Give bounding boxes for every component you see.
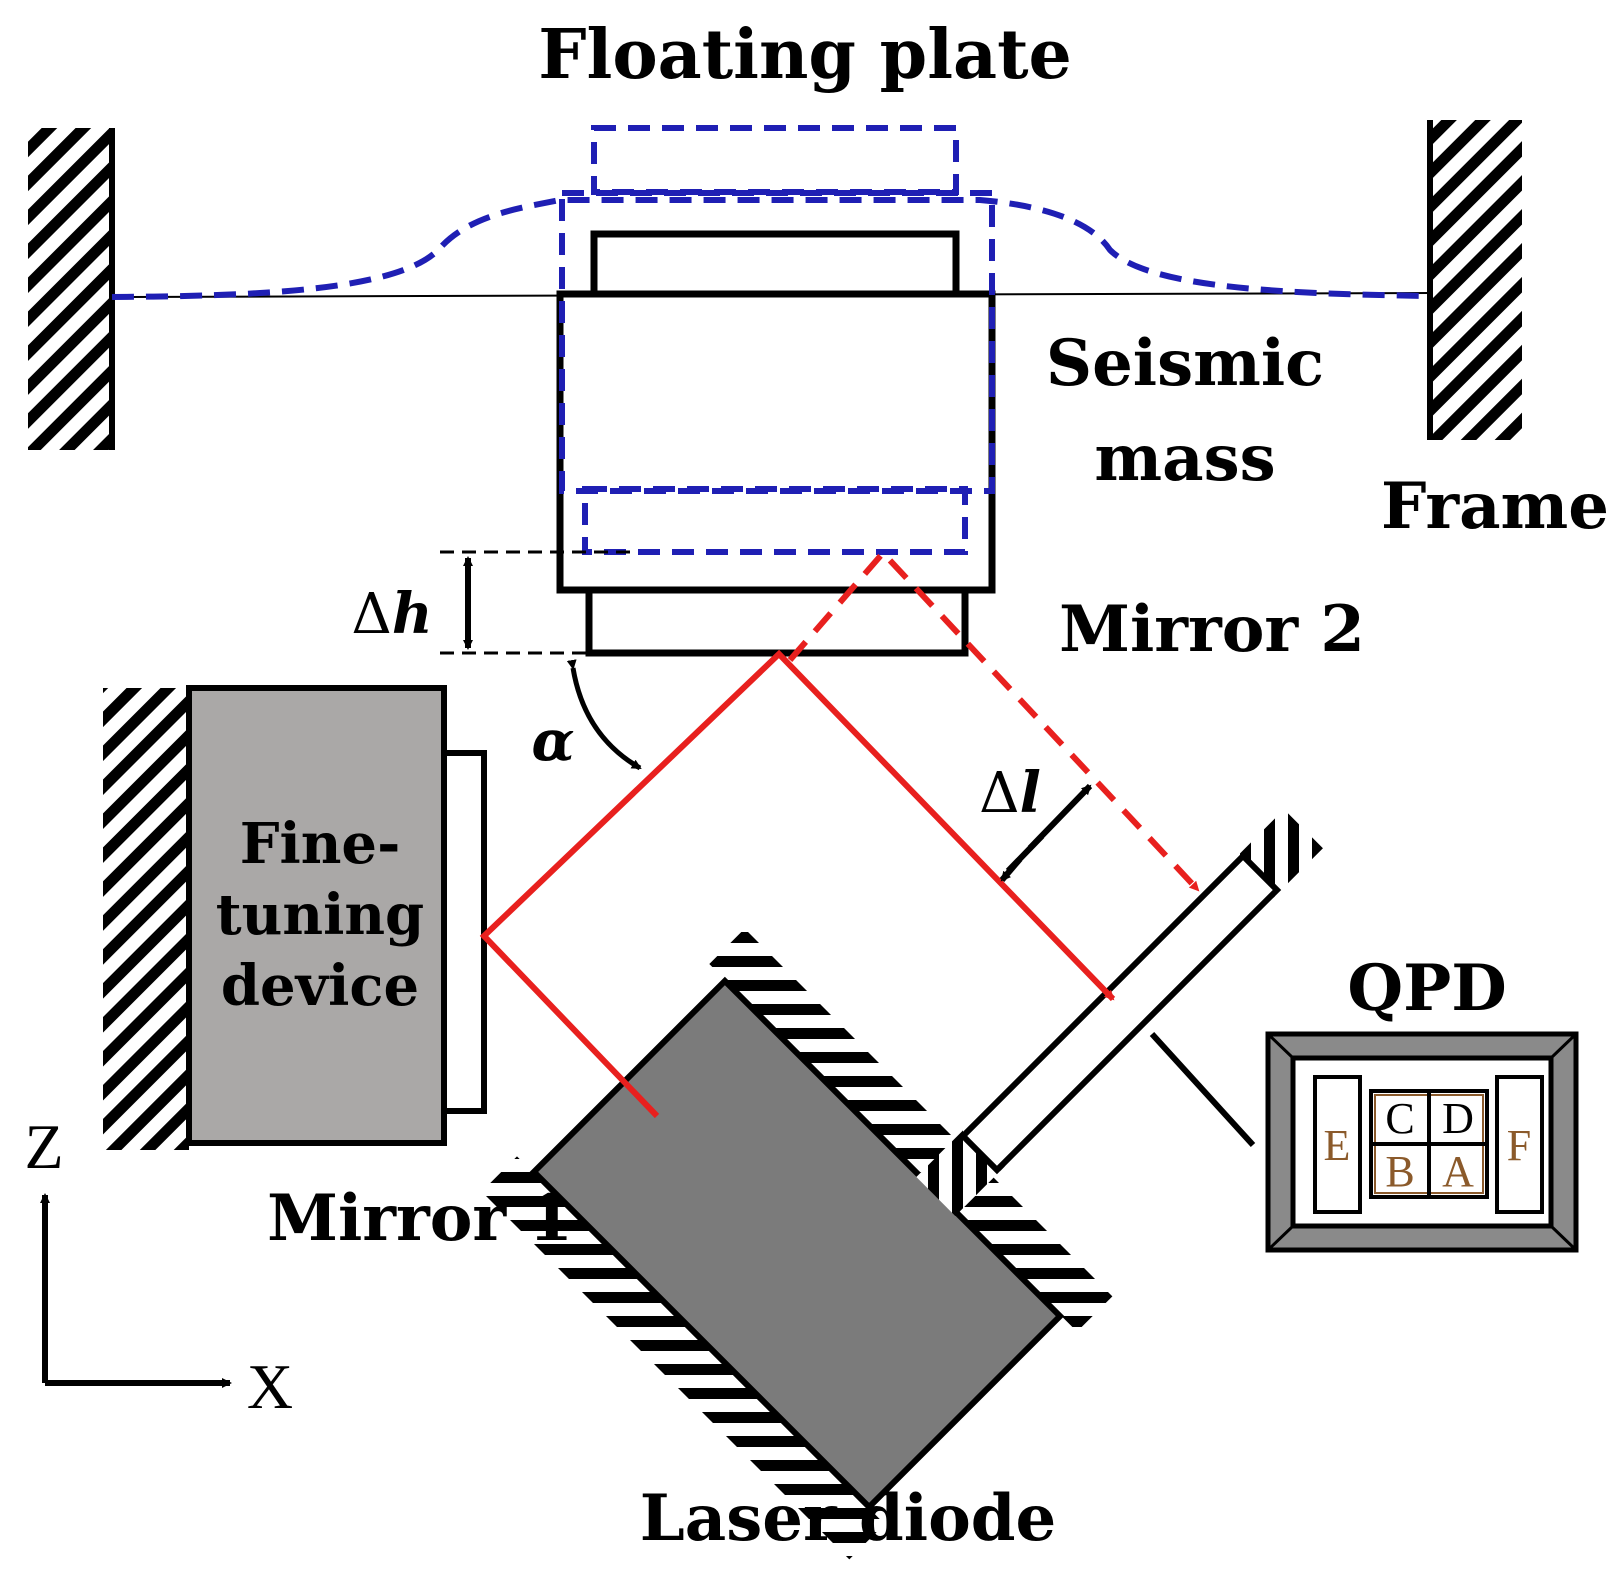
floating-plate-label: Floating plate [538,15,1072,95]
qpd-screen [916,809,1323,1216]
mirror-1 [441,750,487,1114]
fine-tuning-label-line1: Fine- [240,811,401,877]
qpd-cell-e-label: E [1324,1121,1351,1170]
laser-diode [481,928,1113,1560]
axis-z-label: Z [24,1111,63,1182]
delta-l-label: Δl [979,760,1041,826]
frame-right-wall [1427,120,1522,440]
qpd-cell-c-label: C [1385,1094,1414,1143]
mirror-2 [585,586,969,657]
fine-tuning-label-line2: tuning [216,882,424,948]
fine-tuning-label-line3: device [221,953,419,1019]
qpd-cell-b-label: B [1385,1147,1414,1196]
frame-left-wall [28,128,115,450]
qpd-label: QPD [1347,951,1506,1026]
laser-beam-deflected [787,548,1201,893]
delta-h-label: Δh [351,581,432,647]
qpd-cell-f [1495,1075,1544,1214]
laser-beam-path [479,649,1116,1119]
coordinate-axes [40,1193,232,1388]
qpd-support-arm [1149,1031,1256,1148]
qpd-cell-f-label: F [1507,1121,1531,1170]
qpd-detector [1265,1031,1579,1253]
laser-diode-label: Laser diode [640,1481,1056,1556]
qpd-cell-e [1313,1075,1362,1214]
delta-l-dimension [999,783,1093,882]
floating-plate-outline [559,125,995,555]
frame-label: Frame [1381,469,1609,544]
membrane-deflected-curve [111,197,1431,300]
qpd-cell-a-label: A [1442,1147,1474,1196]
seismic-mass-label-line2: mass [1094,421,1275,496]
fine-tuning-device [103,685,447,1150]
mirror-1-label: Mirror 1 [267,1181,573,1256]
qpd-cell-d-label: D [1442,1094,1474,1143]
alpha-angle-arc [566,659,642,771]
mirror-2-label: Mirror 2 [1059,592,1365,667]
axis-x-label: X [247,1351,293,1422]
delta-h-dimension [440,550,630,655]
alpha-label: α [531,708,574,774]
seismic-mass-label-line1: Seismic [1046,326,1324,401]
seismic-mass [556,230,996,594]
